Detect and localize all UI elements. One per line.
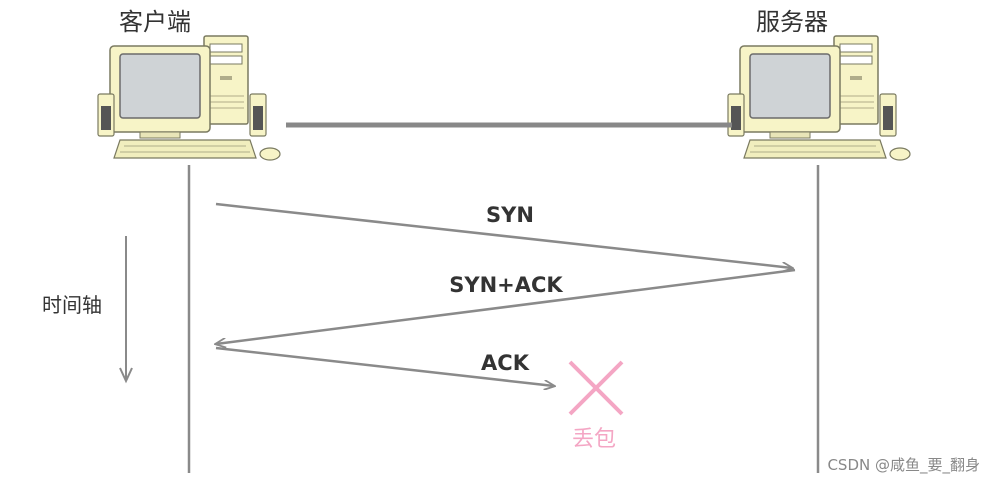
server-label: 服务器	[756, 8, 828, 36]
time-axis-arrowhead	[119, 367, 133, 384]
client-label: 客户端	[119, 8, 191, 36]
ack-label: ACK	[481, 351, 530, 375]
packet-loss-cross-icon-stroke	[568, 360, 624, 416]
synack-arrow	[216, 268, 796, 344]
timeline-label: 时间轴	[42, 293, 102, 317]
ack-arrow	[215, 346, 554, 386]
client-computer-icon	[97, 35, 281, 161]
packet-loss-label: 丢包	[572, 427, 616, 452]
syn-label: SYN	[486, 203, 534, 227]
synack-label: SYN+ACK	[449, 273, 563, 297]
watermark: CSDN @咸鱼_要_翻身	[827, 456, 980, 475]
server-computer-icon	[727, 35, 911, 161]
syn-arrow	[215, 202, 792, 268]
